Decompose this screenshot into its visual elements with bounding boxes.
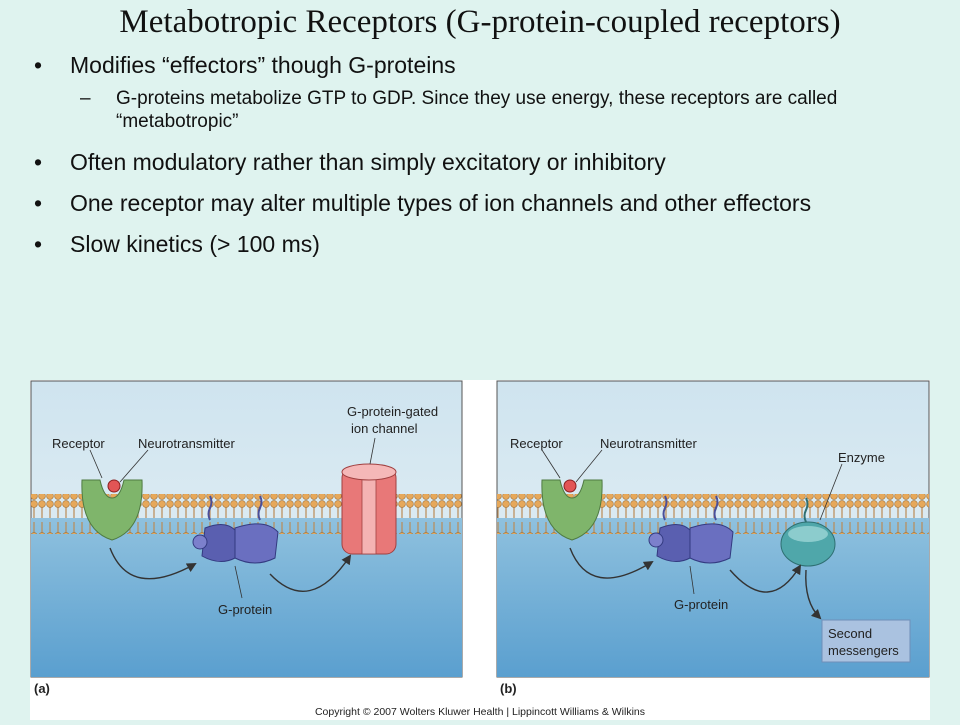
copyright-text: Copyright © 2007 Wolters Kluwer Health |… bbox=[315, 706, 645, 718]
label-gprotein-a: G-protein bbox=[218, 602, 272, 617]
bullet-1: Modifies “effectors” though G-proteins bbox=[34, 52, 934, 79]
arrow-receptor-to-gprotein-a bbox=[109, 547, 197, 580]
arrow-receptor-to-gprotein-b bbox=[569, 547, 654, 579]
sub-bullet-1: G-proteins metabolize GTP to GDP. Since … bbox=[70, 87, 934, 133]
receptor-shape-b bbox=[541, 479, 603, 541]
label-second-line1-b: Second bbox=[828, 626, 872, 641]
label-channel-line1-a: G-protein-gated bbox=[347, 404, 438, 419]
panel-a: Receptor Neurotransmitter G-protein-gate… bbox=[30, 380, 463, 696]
figure-svg: Receptor Neurotransmitter G-protein-gate… bbox=[30, 380, 930, 718]
arrow-gprotein-to-enzyme-b bbox=[729, 564, 802, 593]
bullet-list: Modifies “effectors” though G-proteins G… bbox=[34, 52, 934, 272]
neurotransmitter-a bbox=[107, 479, 121, 493]
label-receptor-b: Receptor bbox=[510, 436, 563, 451]
label-receptor-a: Receptor bbox=[52, 436, 105, 451]
second-messengers-box bbox=[821, 619, 911, 663]
ion-channel-shape-a bbox=[341, 463, 397, 555]
slide-title: Metabotropic Receptors (G-protein-couple… bbox=[119, 4, 841, 40]
label-neurotransmitter-a: Neurotransmitter bbox=[138, 436, 235, 451]
label-neurotransmitter-b: Neurotransmitter bbox=[600, 436, 697, 451]
arrow-gprotein-to-channel-a bbox=[269, 554, 352, 592]
label-second-line2-b: messengers bbox=[828, 643, 899, 658]
bullet-4: Slow kinetics (> 100 ms) bbox=[34, 231, 934, 258]
bullet-3: One receptor may alter multiple types of… bbox=[34, 190, 934, 217]
arrow-enzyme-to-messengers-b bbox=[805, 569, 822, 620]
gpcr-figure: Receptor Neurotransmitter G-protein-gate… bbox=[30, 380, 930, 720]
bullet-2: Often modulatory rather than simply exci… bbox=[34, 149, 934, 176]
gprotein-shape-a bbox=[192, 495, 279, 564]
label-tag-a: (a) bbox=[34, 681, 50, 696]
label-channel-line2-a: ion channel bbox=[351, 421, 418, 436]
label-tag-b: (b) bbox=[500, 681, 517, 696]
panel-b: Receptor Neurotransmitter Enzyme G-prote… bbox=[496, 380, 930, 696]
enzyme-shape-b bbox=[780, 497, 836, 567]
gprotein-shape-b bbox=[648, 495, 734, 564]
neurotransmitter-b bbox=[563, 479, 577, 493]
label-gprotein-b: G-protein bbox=[674, 597, 728, 612]
label-enzyme-b: Enzyme bbox=[838, 450, 885, 465]
receptor-shape-a bbox=[81, 479, 143, 541]
